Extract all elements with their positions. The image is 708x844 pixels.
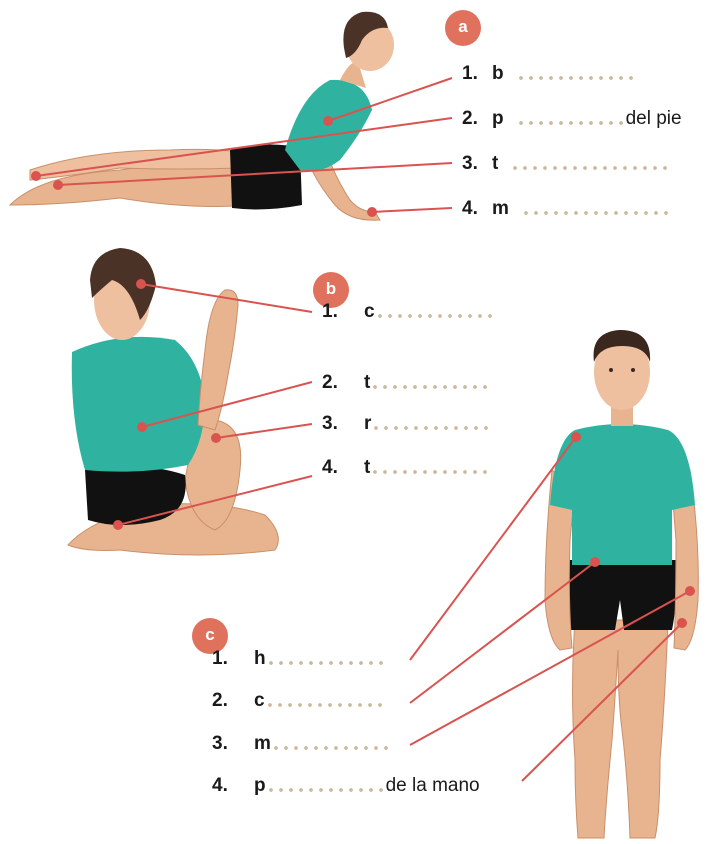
- figure-c-eye-left: [609, 368, 613, 372]
- item-number: 4.: [212, 775, 242, 797]
- figure-b-seated-twist: [68, 248, 278, 555]
- item-number: 2.: [212, 690, 242, 712]
- item-number: 1.: [462, 63, 492, 85]
- item-number: 2.: [462, 108, 492, 130]
- section-c-item-4: 4. p de la mano: [212, 775, 480, 797]
- answer-blank[interactable]: [371, 423, 491, 433]
- item-number: 1.: [322, 301, 352, 323]
- section-c-item-2: 2. c: [212, 690, 385, 712]
- figure-b-shirt: [72, 337, 205, 472]
- item-suffix: de la mano: [386, 775, 480, 796]
- item-letter: b: [492, 63, 504, 84]
- item-number: 3.: [462, 153, 492, 175]
- section-a-item-1: 1.b: [462, 63, 636, 85]
- item-letter: c: [364, 301, 375, 322]
- section-a-badge: a: [445, 10, 481, 46]
- section-c-item-1: 1. h: [212, 648, 386, 670]
- answer-blank[interactable]: [521, 208, 671, 218]
- figure-c-standing: [545, 330, 698, 838]
- answer-blank[interactable]: [370, 382, 490, 392]
- figure-a-cobra-pose: [10, 12, 394, 220]
- item-number: 3.: [212, 733, 242, 755]
- section-b-item-3: 3. r: [322, 413, 491, 435]
- item-number: 4.: [462, 198, 492, 220]
- answer-blank[interactable]: [266, 658, 386, 668]
- item-number: 3.: [322, 413, 352, 435]
- item-number: 2.: [322, 372, 352, 394]
- section-b-item-2: 2.t: [322, 372, 490, 394]
- section-b-item-1: 1. c: [322, 301, 495, 323]
- item-letter: m: [492, 198, 509, 219]
- item-letter: m: [254, 733, 271, 754]
- answer-blank[interactable]: [516, 73, 636, 83]
- answer-blank[interactable]: [265, 700, 385, 710]
- figure-c-eye-right: [631, 368, 635, 372]
- figure-c-legs: [573, 620, 669, 838]
- section-a-item-4: 4.m: [462, 198, 671, 220]
- answer-blank[interactable]: [510, 163, 670, 173]
- item-letter: p: [254, 775, 266, 796]
- section-a-item-2: 2.p del pie: [462, 108, 682, 130]
- answer-blank[interactable]: [375, 311, 495, 321]
- figure-c-shirt: [550, 424, 695, 565]
- section-b-item-4: 4.t: [322, 457, 490, 479]
- item-letter: h: [254, 648, 266, 669]
- item-letter: t: [492, 153, 498, 174]
- section-a-item-3: 3.t: [462, 153, 670, 175]
- section-c-item-3: 3. m: [212, 733, 391, 755]
- item-letter: p: [492, 108, 504, 129]
- figure-b-arm: [198, 290, 238, 430]
- answer-blank[interactable]: [266, 785, 386, 795]
- item-number: 4.: [322, 457, 352, 479]
- answer-blank[interactable]: [370, 467, 490, 477]
- answer-blank[interactable]: [516, 118, 626, 128]
- answer-blank[interactable]: [271, 743, 391, 753]
- item-letter: c: [254, 690, 265, 711]
- item-number: 1.: [212, 648, 242, 670]
- item-suffix: del pie: [626, 108, 682, 129]
- item-letter: r: [364, 413, 371, 434]
